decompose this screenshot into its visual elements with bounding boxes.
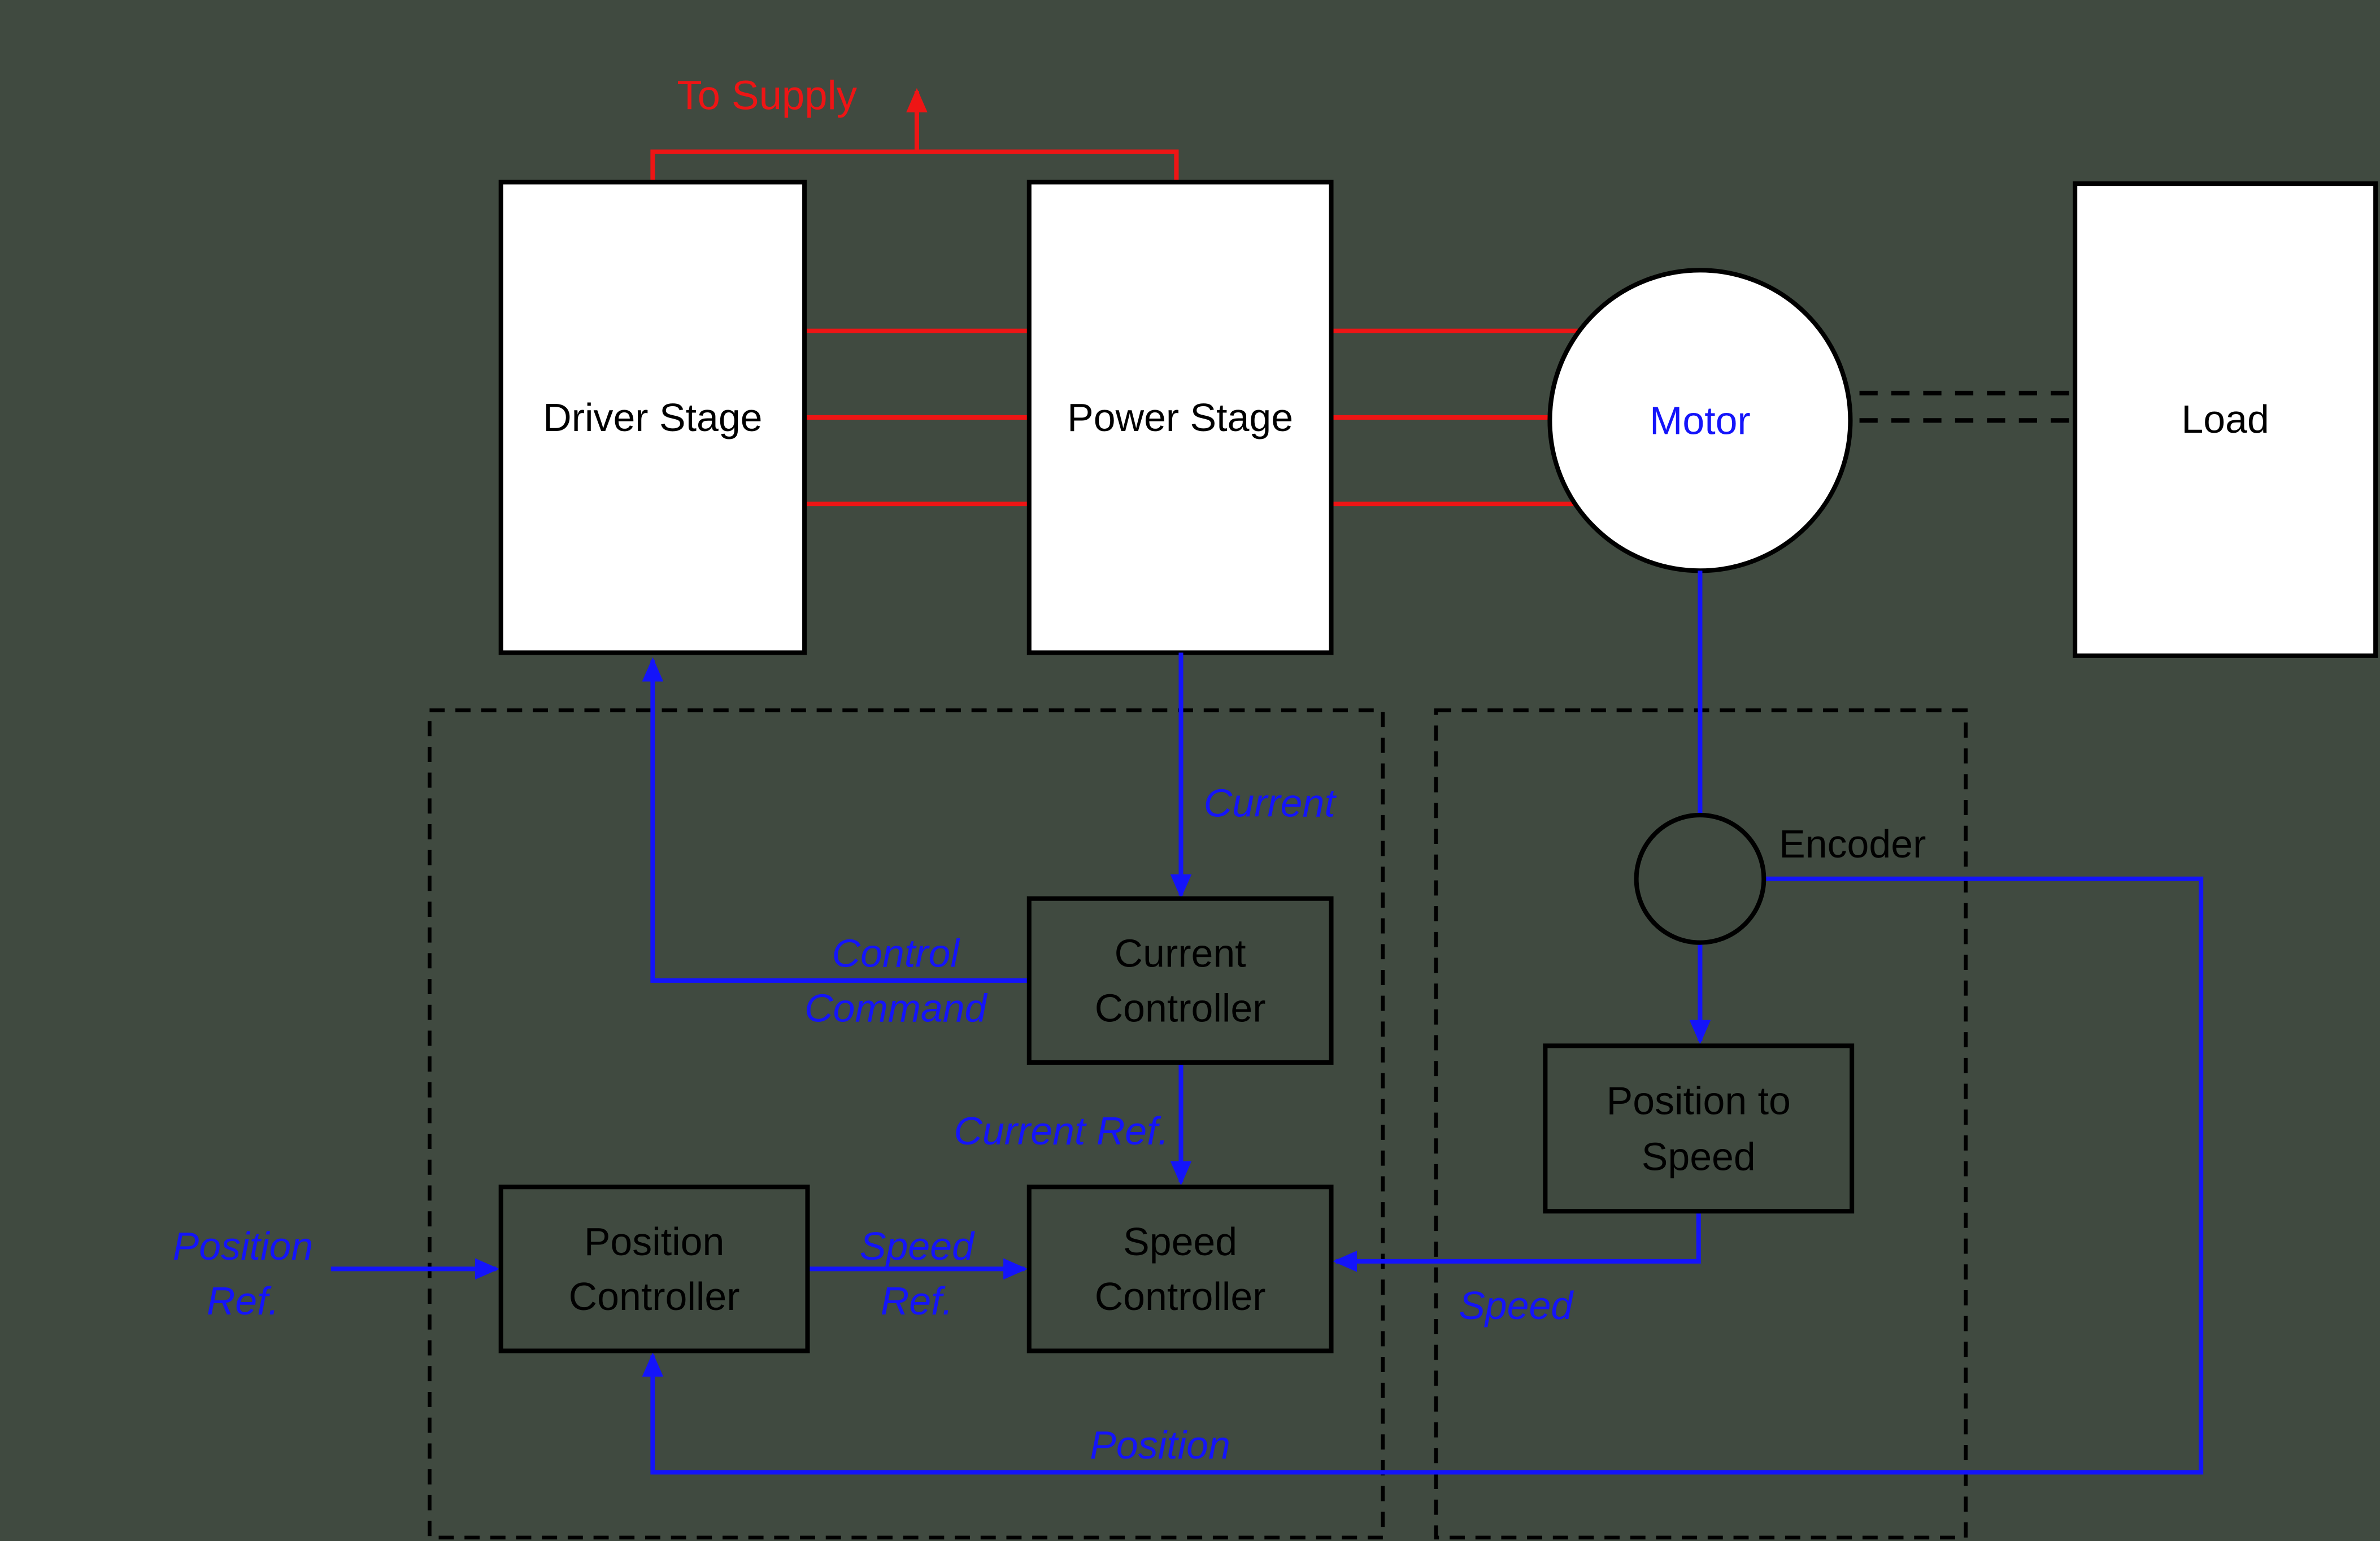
position-controller-block: [498, 1185, 810, 1353]
controller-group-outline: [428, 708, 1385, 1540]
position-to-speed-block: [1543, 1043, 1855, 1214]
current-signal-label: Current: [1203, 780, 1335, 826]
position-ref-label: Position Ref.: [172, 1223, 314, 1325]
encoder-circle: [1634, 812, 1766, 945]
power-stage-block: [1026, 180, 1334, 655]
current-controller-label: Current Controller: [1094, 930, 1266, 1031]
speed-signal-label: Speed: [1459, 1282, 1573, 1329]
encoder-label: Encoder: [1779, 821, 1926, 867]
driver-stage-label: Driver Stage: [543, 394, 763, 440]
current-ref-label: Current Ref.: [954, 1108, 1169, 1154]
to-supply-label: To Supply: [677, 72, 858, 119]
speed-ref-label: Speed Ref.: [859, 1223, 974, 1325]
load-label: Load: [2181, 397, 2269, 442]
control-command-line: [642, 657, 1029, 983]
speed-feedback-line: [1333, 1211, 1701, 1272]
speed-controller-label: Speed Controller: [1094, 1218, 1266, 1320]
supply-bus-line: [650, 149, 1179, 182]
load-block: [2073, 181, 2378, 658]
motor-label: Motor: [1650, 397, 1751, 443]
control-command-label: Control Command: [804, 930, 987, 1031]
position-signal-label: Position: [1090, 1422, 1230, 1468]
position-feedback-line: [642, 876, 2204, 1475]
speed-controller-block: [1026, 1185, 1334, 1353]
position-to-speed-label: Position to Speed: [1606, 1078, 1791, 1179]
driver-stage-block: [498, 180, 807, 655]
position-controller-label: Position Controller: [568, 1218, 740, 1320]
power-stage-label: Power Stage: [1067, 394, 1294, 440]
current-controller-block: [1026, 896, 1334, 1065]
